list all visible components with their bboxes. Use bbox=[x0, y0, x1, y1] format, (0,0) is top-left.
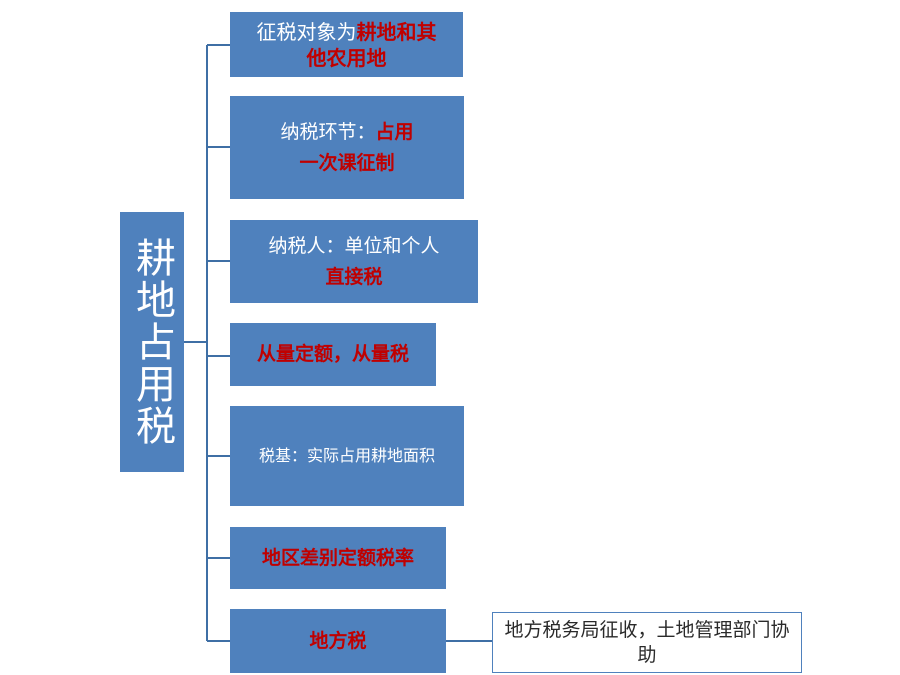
node-quantity-tax: 从量定额，从量税 bbox=[230, 323, 436, 386]
node-tax-stage-plain: 纳税环节： bbox=[280, 120, 376, 143]
node-tax-stage: 纳税环节：占用 一次课征制 bbox=[230, 96, 464, 199]
side-note-collection: 地方税务局征收，土地管理部门协助 bbox=[492, 612, 802, 673]
node-local-tax: 地方税 bbox=[230, 609, 446, 673]
node-tax-base: 税基：实际占用耕地面积 bbox=[230, 406, 464, 506]
node-tax-object-highlight: 耕地和其 bbox=[356, 19, 437, 44]
node-taxpayer-line1: 纳税人：单位和个人 bbox=[268, 234, 440, 257]
node-tax-stage-highlight: 占用 bbox=[375, 120, 414, 143]
node-taxpayer-line2: 直接税 bbox=[325, 265, 383, 288]
root-label: 耕地占用税 bbox=[129, 237, 175, 447]
node-local-tax-label: 地方税 bbox=[309, 629, 367, 652]
root-node: 耕地占用税 bbox=[120, 212, 184, 472]
node-tax-object-line1: 征税对象为耕地和其 bbox=[257, 19, 437, 45]
node-tax-rate: 地区差别定额税率 bbox=[230, 527, 446, 589]
node-tax-object: 征税对象为耕地和其 他农用地 bbox=[230, 12, 463, 77]
node-quantity-tax-label: 从量定额，从量税 bbox=[256, 343, 409, 366]
node-tax-object-plain: 征税对象为 bbox=[256, 19, 357, 44]
node-tax-stage-line2: 一次课征制 bbox=[299, 151, 395, 174]
node-tax-base-label: 税基：实际占用耕地面积 bbox=[258, 445, 435, 465]
node-taxpayer: 纳税人：单位和个人 直接税 bbox=[230, 220, 478, 303]
node-tax-rate-label: 地区差别定额税率 bbox=[261, 546, 414, 569]
side-note-text: 地方税务局征收，土地管理部门协助 bbox=[504, 618, 790, 666]
node-tax-object-line2: 他农用地 bbox=[306, 45, 387, 70]
node-tax-stage-line1: 纳税环节：占用 bbox=[280, 120, 413, 145]
